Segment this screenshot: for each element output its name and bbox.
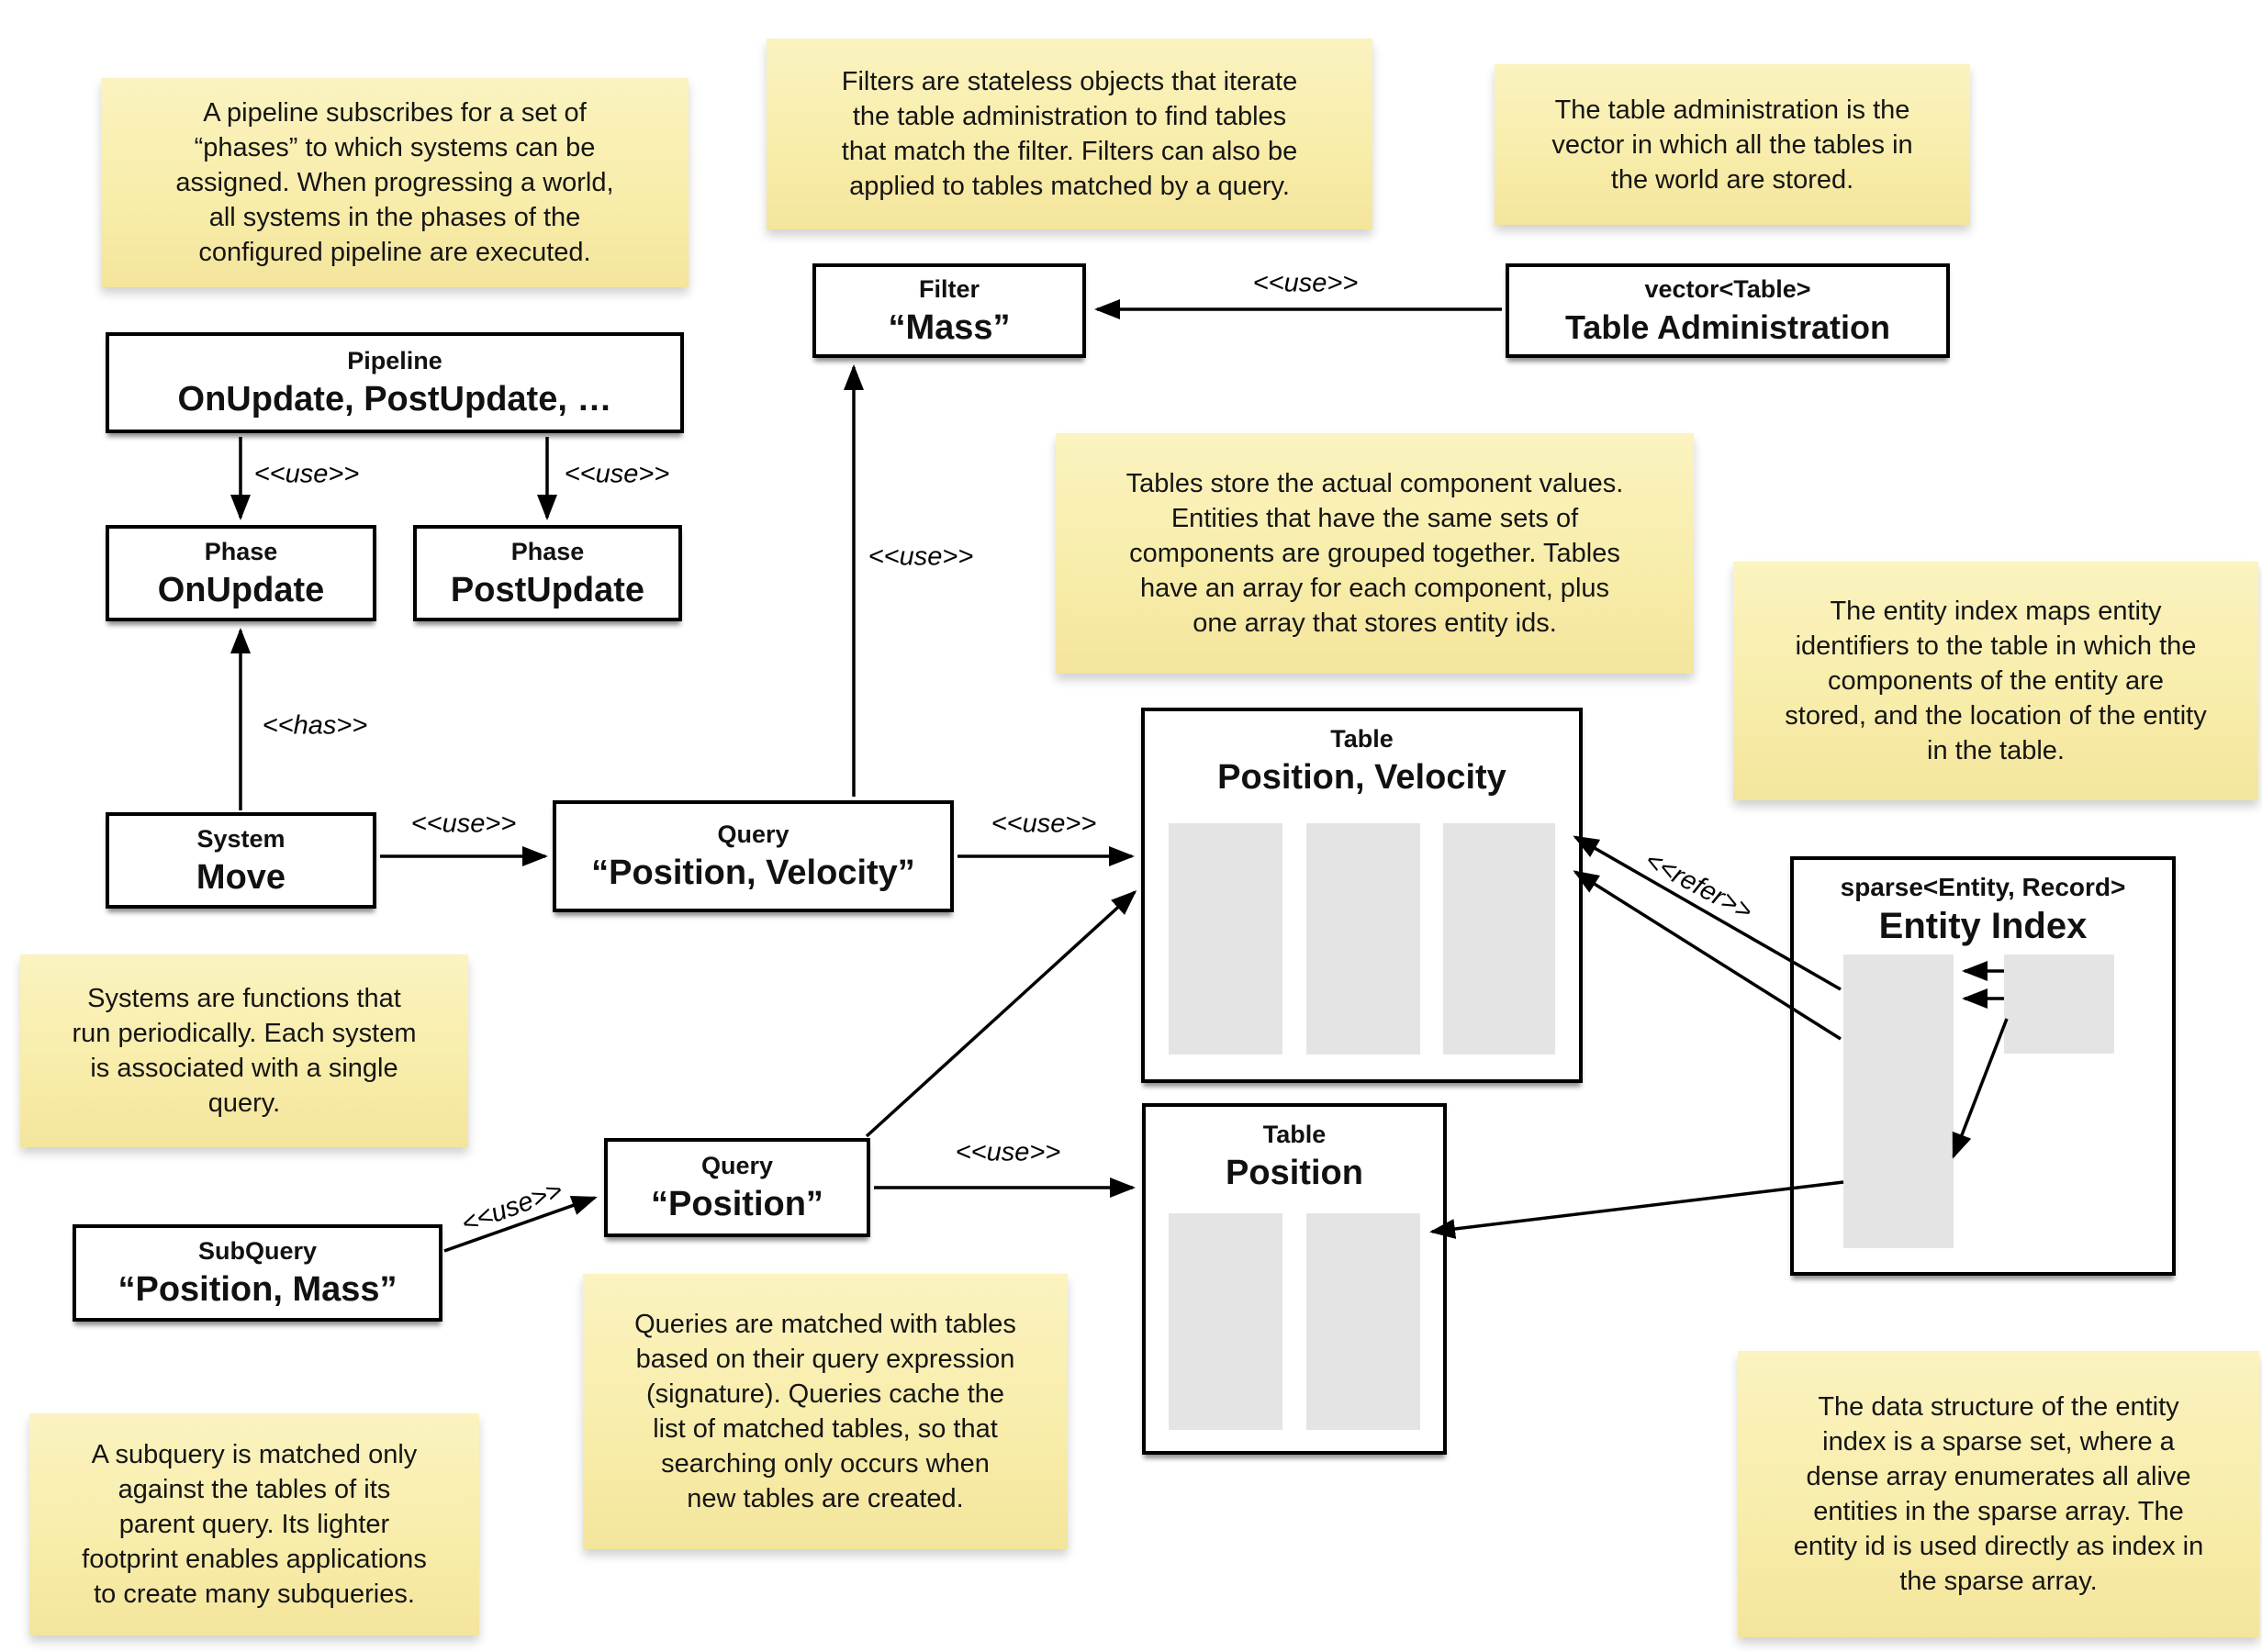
note-systems-text: Systems are functions that run periodica… (72, 984, 417, 1118)
box-table-position-velocity-name: Position, Velocity (1217, 758, 1506, 797)
note-filters-text: Filters are stateless objects that itera… (841, 67, 1298, 201)
edge-label-use-pipeline-postupdate: <<use>> (564, 459, 670, 489)
box-phase-onupdate: Phase OnUpdate (106, 525, 376, 621)
box-entity-index-name: Entity Index (1878, 906, 2088, 946)
note-entity-index-text: The entity index maps entity identifiers… (1785, 597, 2207, 765)
box-table-position-velocity-stereotype: Table (1330, 725, 1394, 753)
edge-label-refer-entityindex-table: <<refer>> (1640, 845, 1757, 927)
note-filters: Filters are stateless objects that itera… (767, 39, 1372, 229)
table-pv-component-array-3 (1443, 823, 1555, 1055)
box-pipeline-name: OnUpdate, PostUpdate, … (177, 380, 612, 419)
note-queries: Queries are matched with tables based on… (583, 1274, 1068, 1549)
note-pipeline: A pipeline subscribes for a set of “phas… (101, 78, 689, 287)
note-tables: Tables store the actual component values… (1056, 433, 1694, 674)
box-query-position-stereotype: Query (700, 1152, 774, 1179)
box-subquery-position-mass-name: “Position, Mass” (118, 1270, 398, 1309)
entity-index-sparse-array (1843, 954, 1954, 1248)
table-pv-component-array-2 (1306, 823, 1420, 1055)
box-table-administration-stereotype: vector<Table> (1644, 274, 1811, 303)
note-systems: Systems are functions that run periodica… (20, 954, 468, 1147)
box-table-position-name: Position (1226, 1154, 1363, 1192)
box-phase-postupdate-name: PostUpdate (450, 570, 645, 609)
box-table-administration: vector<Table> Table Administration (1506, 263, 1950, 358)
box-table-administration-name: Table Administration (1564, 307, 1891, 346)
box-system-move-name: Move (196, 857, 286, 897)
entity-index-dense-array (2004, 954, 2114, 1054)
box-pipeline: Pipeline OnUpdate, PostUpdate, … (106, 332, 684, 433)
edge-label-use-subquery-query: <<use>> (457, 1175, 567, 1240)
edge-label-has-system-phase: <<has>> (262, 710, 368, 741)
box-phase-postupdate-stereotype: Phase (510, 537, 585, 565)
box-query-position-velocity: Query “Position, Velocity” (553, 800, 954, 912)
box-subquery-position-mass-stereotype: SubQuery (197, 1237, 318, 1265)
box-filter-mass-name: “Mass” (888, 307, 1011, 347)
box-pipeline-stereotype: Pipeline (347, 347, 442, 374)
box-phase-onupdate-name: OnUpdate (157, 570, 325, 609)
note-sparse-set-text: The data structure of the entity index i… (1793, 1392, 2204, 1596)
box-query-position-name: “Position” (651, 1185, 823, 1223)
box-query-position: Query “Position” (604, 1138, 870, 1237)
edge-label-use-querypos-table: <<use>> (955, 1137, 1061, 1167)
table-pos-component-array-1 (1169, 1213, 1282, 1430)
box-table-position-stereotype: Table (1262, 1121, 1327, 1148)
table-pv-component-array-1 (1169, 823, 1282, 1055)
box-filter-mass: Filter “Mass” (812, 263, 1086, 358)
box-entity-index-stereotype: sparse<Entity, Record> (1840, 873, 2126, 901)
note-table-administration: The table administration is the vector i… (1495, 64, 1970, 225)
note-queries-text: Queries are matched with tables based on… (634, 1310, 1016, 1513)
edge-label-use-pipeline-onupdate: <<use>> (253, 459, 360, 489)
note-sparse-set: The data structure of the entity index i… (1738, 1351, 2259, 1637)
box-phase-postupdate: Phase PostUpdate (413, 525, 682, 621)
box-system-move: System Move (106, 812, 376, 909)
edge-label-use-querypv-table: <<use>> (991, 809, 1097, 839)
note-subquery: A subquery is matched only against the t… (29, 1413, 479, 1635)
table-pos-component-array-2 (1306, 1213, 1420, 1430)
edge-label-use-query-filter: <<use>> (868, 541, 974, 572)
note-tables-text: Tables store the actual component values… (1125, 469, 1624, 638)
note-subquery-text: A subquery is matched only against the t… (82, 1440, 427, 1609)
box-filter-mass-stereotype: Filter (918, 274, 980, 303)
note-table-administration-text: The table administration is the vector i… (1551, 95, 1913, 195)
edge-label-use-system-query: <<use>> (410, 809, 517, 839)
box-phase-onupdate-stereotype: Phase (204, 537, 278, 565)
edge-label-use-admin-filter: <<use>> (1252, 268, 1359, 298)
box-subquery-position-mass: SubQuery “Position, Mass” (73, 1224, 442, 1322)
note-pipeline-text: A pipeline subscribes for a set of “phas… (175, 98, 614, 267)
note-entity-index: The entity index maps entity identifiers… (1733, 562, 2258, 800)
box-query-position-velocity-name: “Position, Velocity” (591, 854, 915, 892)
box-query-position-velocity-stereotype: Query (717, 820, 789, 848)
box-system-move-stereotype: System (196, 824, 286, 853)
